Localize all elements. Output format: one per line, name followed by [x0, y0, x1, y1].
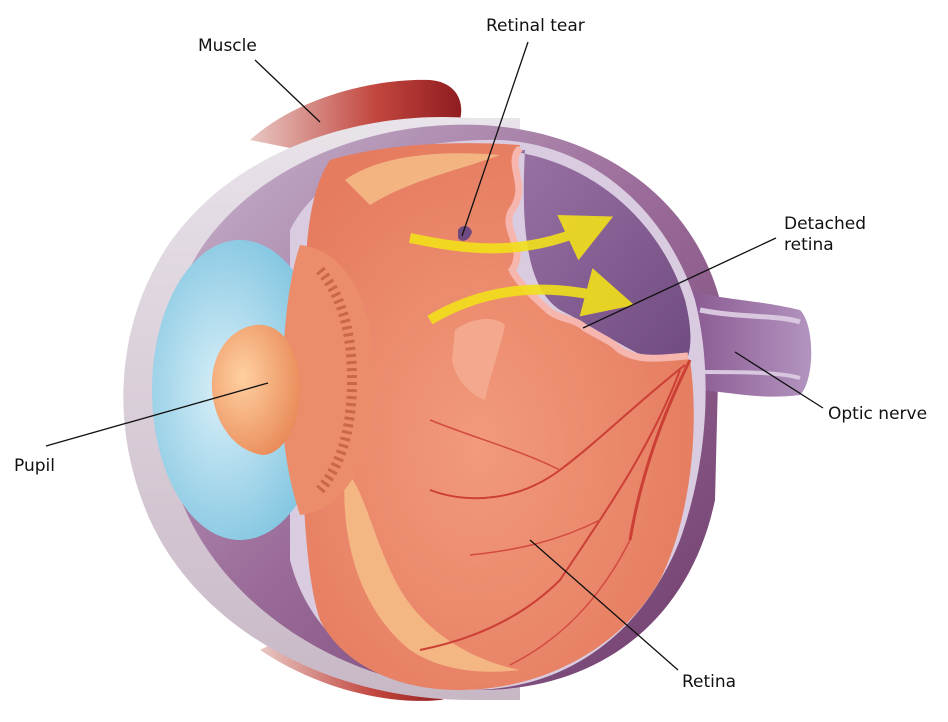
optic-nerve — [690, 290, 811, 397]
label-detached-retina: Detached retina — [784, 214, 866, 256]
label-retinal-tear: Retinal tear — [486, 16, 585, 37]
label-pupil: Pupil — [14, 456, 55, 477]
leader-muscle — [255, 60, 320, 122]
label-muscle: Muscle — [198, 36, 257, 57]
label-retina: Retina — [682, 672, 736, 693]
label-detached-retina-line2: retina — [784, 235, 866, 256]
label-detached-retina-line1: Detached — [784, 214, 866, 235]
label-optic-nerve: Optic nerve — [828, 404, 927, 425]
